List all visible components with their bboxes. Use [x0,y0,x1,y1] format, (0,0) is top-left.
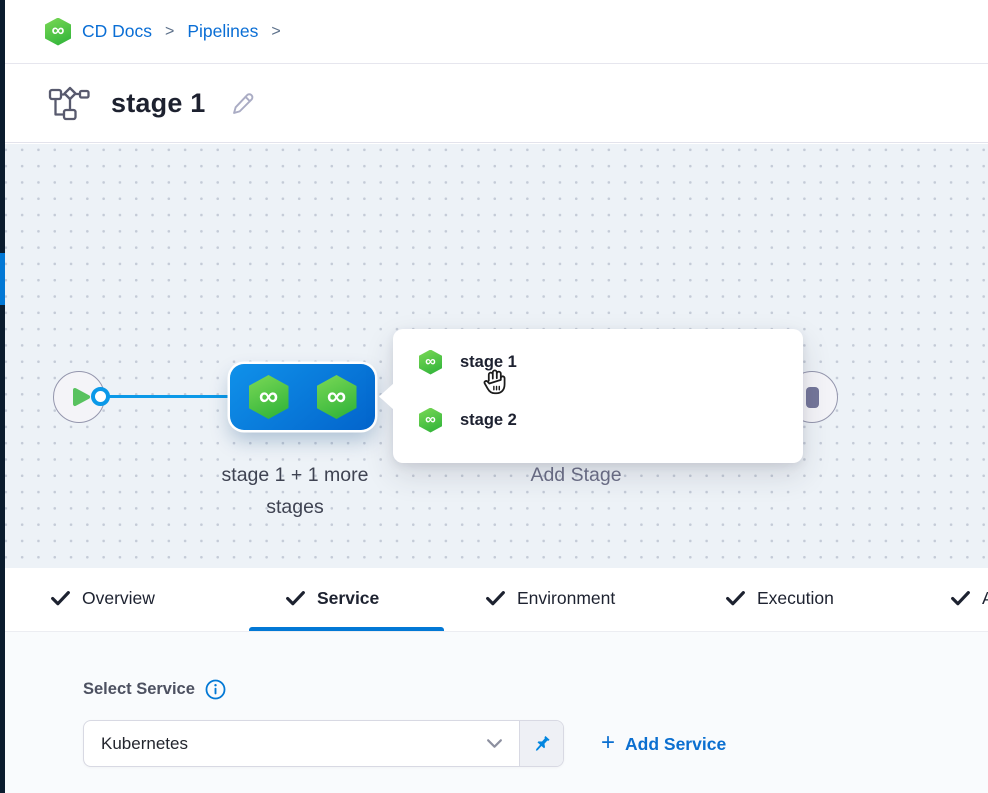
popup-arrow [379,383,394,410]
pencil-icon [233,93,254,114]
breadcrumb: ∞ CD Docs > Pipelines > [5,0,988,64]
service-select-value: Kubernetes [101,733,188,753]
stage-group-popup: ∞ stage 1 ∞ stage 2 [379,329,803,463]
stage-header: stage 1 [5,65,988,143]
tab-execution[interactable]: Execution [725,568,834,628]
tab-environment[interactable]: Environment [485,568,615,628]
pipeline-connector-port[interactable] [91,387,110,406]
info-icon[interactable] [205,679,226,700]
service-panel: Select Service Kubernetes + Add Service [5,632,988,793]
pin-service-button[interactable] [519,721,563,766]
chevron-down-icon [487,739,502,748]
stage-group-label: stage 1 + 1 more stages [221,464,369,518]
cd-stage-icon: ∞ [248,375,289,419]
pipeline-connector-line [108,395,233,398]
popup-stage-item[interactable]: ∞ stage 1 [419,345,517,379]
breadcrumb-pipelines-link[interactable]: Pipelines [187,21,259,41]
stage-group-node[interactable]: ∞ ∞ [230,364,375,430]
check-icon [286,590,305,605]
service-select[interactable]: Kubernetes [84,721,519,766]
pipeline-canvas[interactable]: ∞ ∞ stage 1 + 1 more stages Add Stage ∞ … [5,144,988,568]
breadcrumb-separator: > [271,22,281,40]
play-icon [72,388,90,406]
tab-advanced[interactable]: Advanced [950,568,988,628]
check-icon [951,590,970,605]
popup-stage-item[interactable]: ∞ stage 2 [419,403,517,437]
check-icon [51,590,70,605]
pipeline-stages-icon [48,86,90,121]
cd-stage-icon: ∞ [419,349,442,375]
edit-stage-name-button[interactable] [230,90,257,117]
breadcrumb-project-link[interactable]: CD Docs [82,21,153,41]
cd-stage-icon: ∞ [316,375,357,419]
pin-icon [535,735,550,751]
service-select-group: Kubernetes [83,720,564,767]
select-service-label: Select Service [83,679,226,700]
tab-service[interactable]: Service [285,568,379,628]
nav-active-indicator [0,253,5,305]
harness-cd-logo-icon: ∞ [45,17,71,46]
add-stage-label[interactable]: Add Stage [530,464,622,486]
cd-stage-icon: ∞ [419,407,442,433]
breadcrumb-separator: > [165,22,175,40]
check-icon [486,590,505,605]
stage-setup-tabbar: Overview Service Environment Execution A… [5,568,988,632]
add-service-button[interactable]: + Add Service [601,728,726,760]
left-nav-strip [0,0,5,793]
tab-overview[interactable]: Overview [50,568,155,628]
page-title: stage 1 [111,88,206,118]
check-icon [726,590,745,605]
plus-icon: + [601,729,616,756]
active-tab-underline [249,627,444,631]
stop-icon [805,386,819,408]
